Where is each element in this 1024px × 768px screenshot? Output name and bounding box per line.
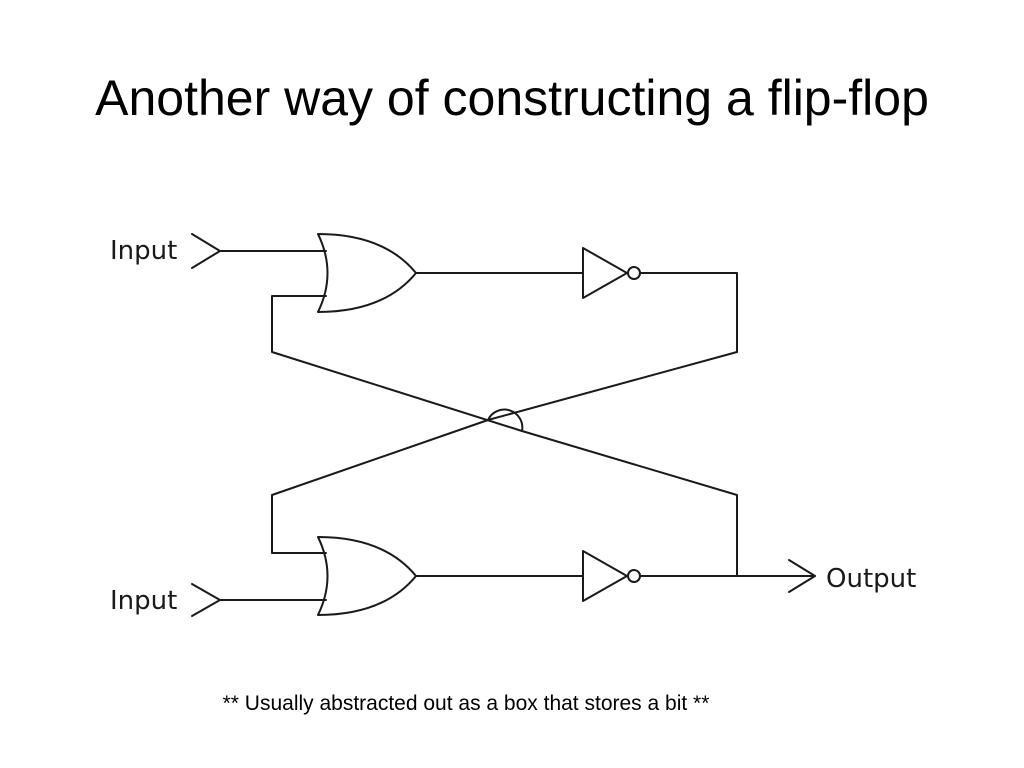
not-bubble-top	[627, 266, 641, 280]
not-bubble-bottom	[627, 569, 641, 583]
footnote: ** Usually abstracted out as a box that …	[222, 692, 710, 715]
cross-wire-to-top-or	[271, 295, 738, 577]
or-gate-bottom	[317, 536, 417, 616]
not-top-output-wire	[639, 272, 738, 353]
not-gate-top	[582, 247, 628, 299]
output-label: Output	[826, 564, 916, 594]
cross-wire-to-bottom-or-cont	[271, 419, 489, 554]
not-gate-bottom	[582, 550, 628, 602]
input-label-top: Input	[110, 236, 177, 266]
slide-title: Another way of constructing a flip-flop	[95, 70, 929, 126]
output-terminal	[788, 559, 816, 593]
input-terminal-top	[191, 233, 221, 269]
cross-wire-to-bottom-or	[487, 351, 738, 432]
input-label-bottom: Input	[110, 586, 177, 616]
or-gate-top	[317, 233, 417, 313]
input-terminal-bottom	[191, 583, 221, 617]
